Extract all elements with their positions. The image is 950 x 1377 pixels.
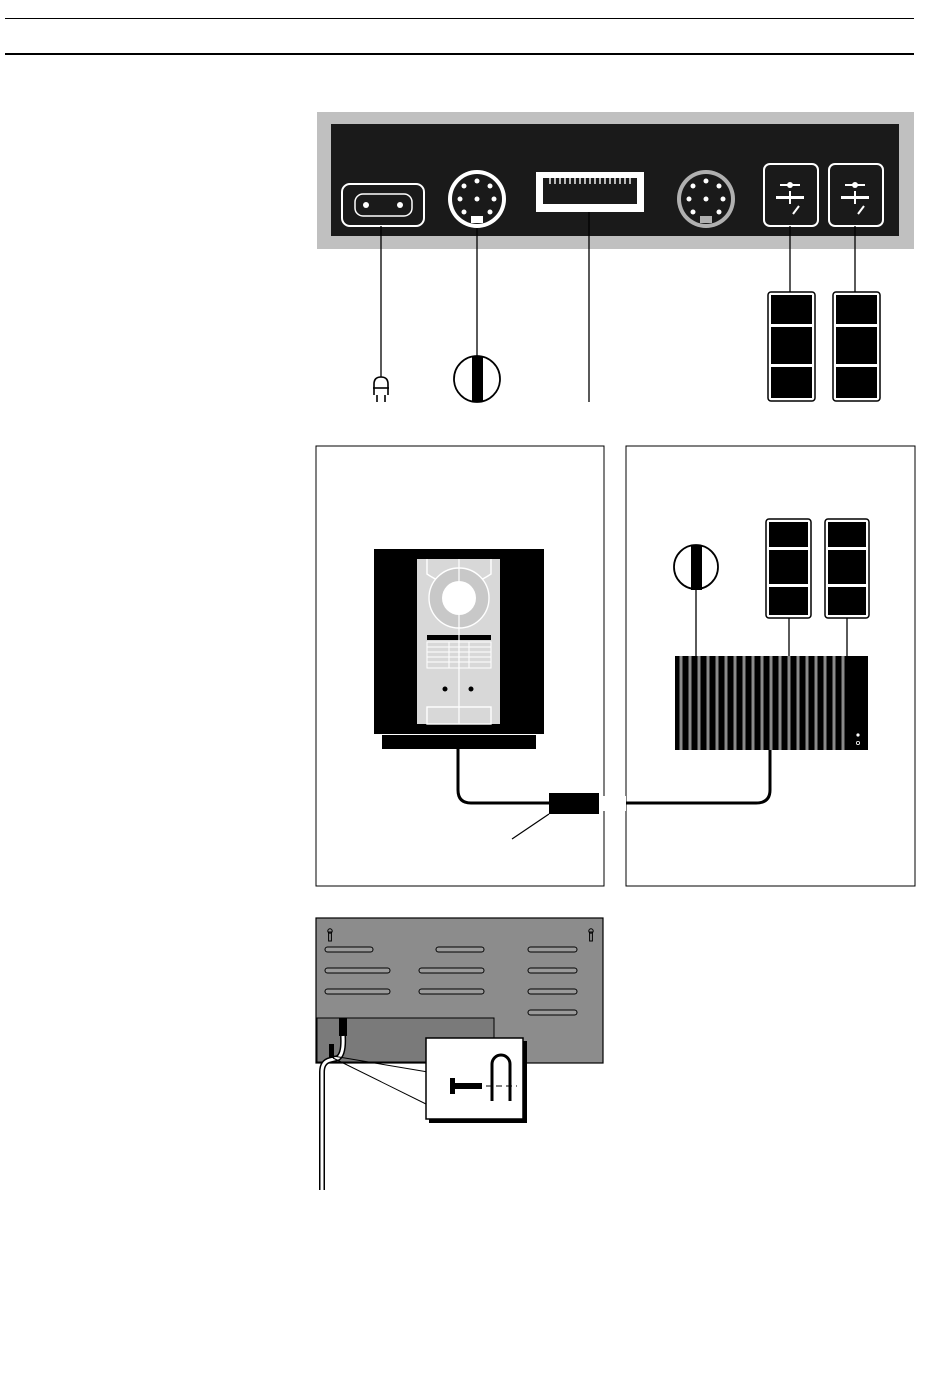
speaker-plug-icon-system-2 (825, 519, 869, 618)
callout-box (426, 1038, 527, 1123)
wall-bracket-cable-routing (316, 918, 603, 1190)
din-socket-right[interactable] (677, 170, 735, 228)
rear-connection-panel (317, 112, 914, 402)
music-system-unit (374, 549, 544, 749)
din-plug-icon-system (674, 545, 718, 590)
speaker-plug-icon-1 (768, 292, 815, 401)
multi-pin-socket[interactable] (536, 172, 644, 212)
speaker-socket-2[interactable] (829, 164, 883, 226)
cable-connector (549, 793, 599, 814)
cable-plug (339, 1018, 347, 1036)
din-socket-left[interactable] (448, 170, 506, 228)
din-plug-icon (454, 356, 500, 402)
speaker-plug-icon-system-1 (766, 519, 811, 618)
speaker-plug-icon-2 (833, 292, 880, 401)
active-speaker-unit (675, 656, 868, 750)
system-connection-diagram (316, 446, 915, 886)
panel-gap (599, 796, 626, 811)
mains-plug-icon (373, 377, 389, 402)
speaker-socket-1[interactable] (764, 164, 818, 226)
mains-socket[interactable] (342, 184, 424, 226)
